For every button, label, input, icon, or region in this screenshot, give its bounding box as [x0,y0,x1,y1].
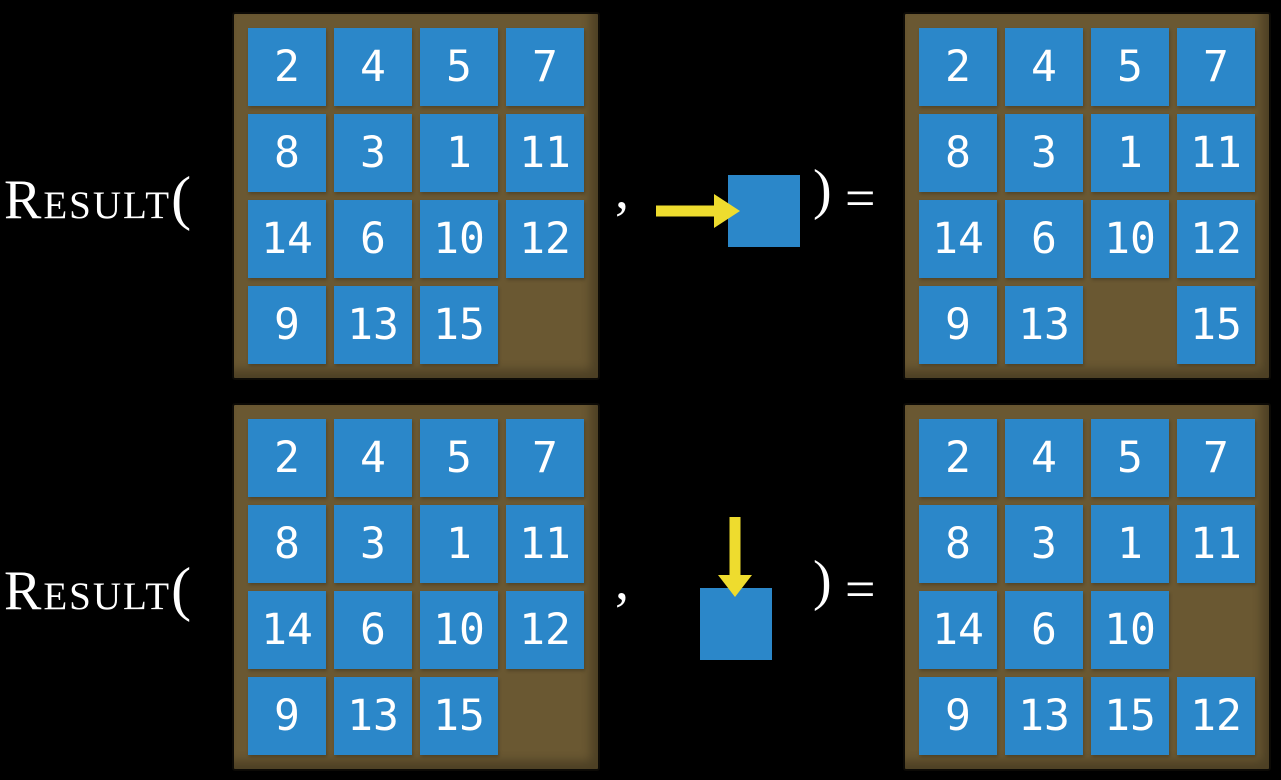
puzzle-tile: 15 [1091,677,1169,755]
equals-sign: = [845,168,876,228]
blank-space [1177,591,1255,669]
puzzle-tile: 9 [248,677,326,755]
puzzle-tile: 8 [919,505,997,583]
puzzle-tile: 6 [334,591,412,669]
puzzle-tile: 11 [1177,505,1255,583]
puzzle-tile: 2 [919,419,997,497]
puzzle-tile: 7 [1177,28,1255,106]
puzzle-tile: 2 [248,419,326,497]
close-paren: ) [813,159,832,221]
open-paren: ( [171,165,192,231]
puzzle-tile: 9 [919,677,997,755]
puzzle-tile: 10 [1091,591,1169,669]
puzzle-tile: 6 [1005,200,1083,278]
puzzle-tile: 10 [420,200,498,278]
puzzle-tile: 11 [1177,114,1255,192]
puzzle-tile: 15 [420,677,498,755]
puzzle-tile: 13 [334,677,412,755]
puzzle-tile: 4 [334,28,412,106]
comma-separator: , [615,550,629,612]
puzzle-tile: 7 [506,419,584,497]
puzzle-tile: 8 [248,505,326,583]
puzzle-tile: 5 [1091,419,1169,497]
puzzle-tile: 12 [1177,677,1255,755]
puzzle-tile: 12 [506,591,584,669]
function-name: Result [4,560,172,622]
blank-space [1091,286,1169,364]
puzzle-tile: 4 [1005,419,1083,497]
blank-space [506,286,584,364]
arrow-right-icon [656,194,740,228]
puzzle-tile: 3 [334,114,412,192]
comma-separator: , [615,159,629,221]
puzzle-tile: 7 [506,28,584,106]
puzzle-tile: 15 [1177,286,1255,364]
puzzle-tile: 12 [506,200,584,278]
puzzle-tile: 9 [919,286,997,364]
puzzle-tile: 14 [919,591,997,669]
puzzle-tile: 8 [919,114,997,192]
puzzle-tile: 2 [919,28,997,106]
puzzle-tile: 6 [334,200,412,278]
puzzle-tile: 2 [248,28,326,106]
puzzle-tile: 14 [248,200,326,278]
puzzle-tile: 3 [334,505,412,583]
puzzle-tile: 13 [1005,286,1083,364]
open-paren: ( [171,556,192,622]
puzzle-tile: 13 [334,286,412,364]
puzzle-tile: 1 [420,114,498,192]
puzzle-tile: 1 [1091,114,1169,192]
puzzle-tile: 10 [1091,200,1169,278]
function-label: Result( [4,549,191,631]
puzzle-tile: 4 [334,419,412,497]
puzzle-tile: 15 [420,286,498,364]
arrow-down-icon [718,517,752,597]
function-label: Result( [4,158,191,240]
puzzle-tile: 5 [420,419,498,497]
puzzle-tile: 5 [420,28,498,106]
puzzle-tile: 9 [248,286,326,364]
action-tile [728,175,800,247]
puzzle-tile: 11 [506,114,584,192]
puzzle-tile: 10 [420,591,498,669]
puzzle-tile: 8 [248,114,326,192]
puzzle-tile: 12 [1177,200,1255,278]
puzzle-tile: 1 [420,505,498,583]
puzzle-tile: 14 [919,200,997,278]
blank-space [506,677,584,755]
puzzle-tile: 14 [248,591,326,669]
puzzle-tile: 11 [506,505,584,583]
puzzle-tile: 5 [1091,28,1169,106]
close-paren: ) [813,550,832,612]
action-tile [700,588,772,660]
equals-sign: = [845,559,876,619]
puzzle-tile: 13 [1005,677,1083,755]
puzzle-tile: 3 [1005,114,1083,192]
function-name: Result [4,169,172,231]
puzzle-tile: 1 [1091,505,1169,583]
puzzle-tile: 4 [1005,28,1083,106]
puzzle-tile: 6 [1005,591,1083,669]
puzzle-tile: 7 [1177,419,1255,497]
puzzle-tile: 3 [1005,505,1083,583]
